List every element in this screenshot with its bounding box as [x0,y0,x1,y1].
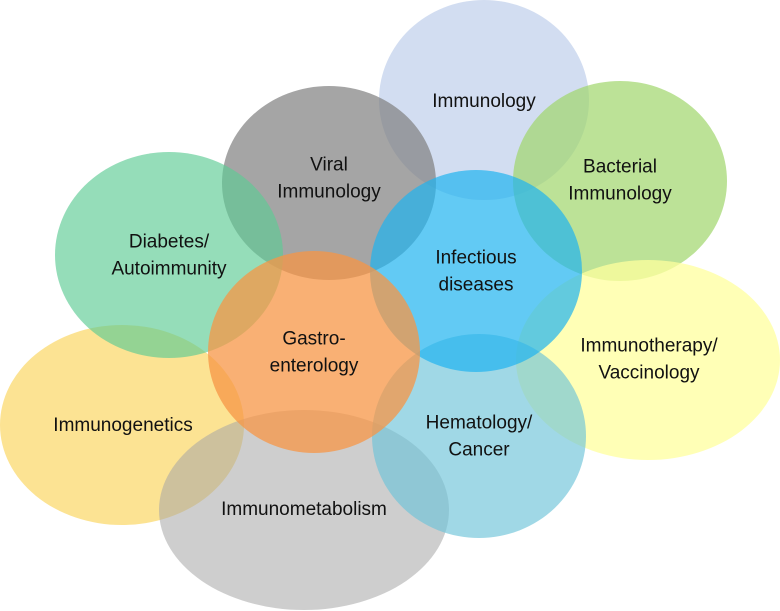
label-line: Immunology [277,182,381,203]
label-gastroenterology: Gastro-enterology [270,329,359,377]
label-line: Vaccinology [598,363,700,384]
label-line: Gastro- [282,329,345,350]
label-immunotherapy-vaccinology: Immunotherapy/Vaccinology [580,336,718,384]
label-line: Cancer [448,440,510,461]
circle-infectious-diseases [370,170,582,372]
label-immunology: Immunology [432,91,536,112]
label-line: Hematology/ [426,413,533,434]
label-hematology-cancer: Hematology/Cancer [426,413,533,461]
label-line: Autoimmunity [111,259,227,280]
label-line: Immunotherapy/ [580,336,718,357]
circle-gastroenterology [208,251,420,453]
label-line: Immunology [568,184,672,205]
label-immunometabolism: Immunometabolism [221,499,387,520]
label-line: enterology [270,356,359,377]
circle-hematology-cancer [372,334,586,538]
label-line: Viral [310,155,348,176]
label-line: Diabetes/ [129,232,210,253]
label-line: Immunometabolism [221,499,387,520]
label-line: Infectious [435,248,516,269]
label-line: Bacterial [583,157,657,178]
label-infectious-diseases: Infectious diseases [435,248,516,296]
label-line: diseases [439,275,514,296]
label-line: Immunogenetics [53,415,192,436]
label-immunogenetics: Immunogenetics [53,415,192,436]
label-line: Immunology [432,91,536,112]
label-diabetes-autoimmunity: Diabetes/Autoimmunity [111,232,227,280]
